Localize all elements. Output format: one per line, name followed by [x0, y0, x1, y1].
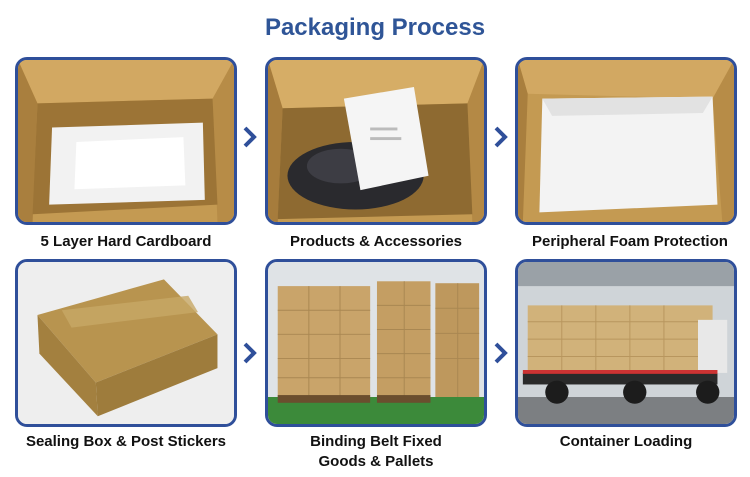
step-4-label: Sealing Box & Post Stickers	[25, 433, 227, 450]
step-5-label: Binding Belt Fixed Goods & Pallets	[265, 432, 487, 472]
step-5-label-line1: Binding Belt Fixed	[310, 433, 442, 450]
step-3-label: Peripheral Foam Protection	[532, 233, 728, 250]
step-6-label: Container Loading	[559, 433, 693, 450]
step-4-photo	[15, 259, 237, 427]
step-5-photo	[265, 259, 487, 427]
step-2-label: Products & Accessories	[289, 233, 463, 250]
step-1-photo	[15, 57, 237, 225]
chevron-right-icon	[242, 342, 258, 364]
step-6-photo	[515, 259, 737, 427]
chevron-right-icon	[493, 126, 509, 148]
step-2-photo	[265, 57, 487, 225]
chevron-right-icon	[242, 126, 258, 148]
step-1-label: 5 Layer Hard Cardboard	[40, 233, 212, 250]
chevron-right-icon	[493, 342, 509, 364]
page-title: Packaging Process	[264, 14, 486, 41]
step-5-label-line2: Goods & Pallets	[318, 453, 434, 470]
step-3-photo	[515, 57, 737, 225]
